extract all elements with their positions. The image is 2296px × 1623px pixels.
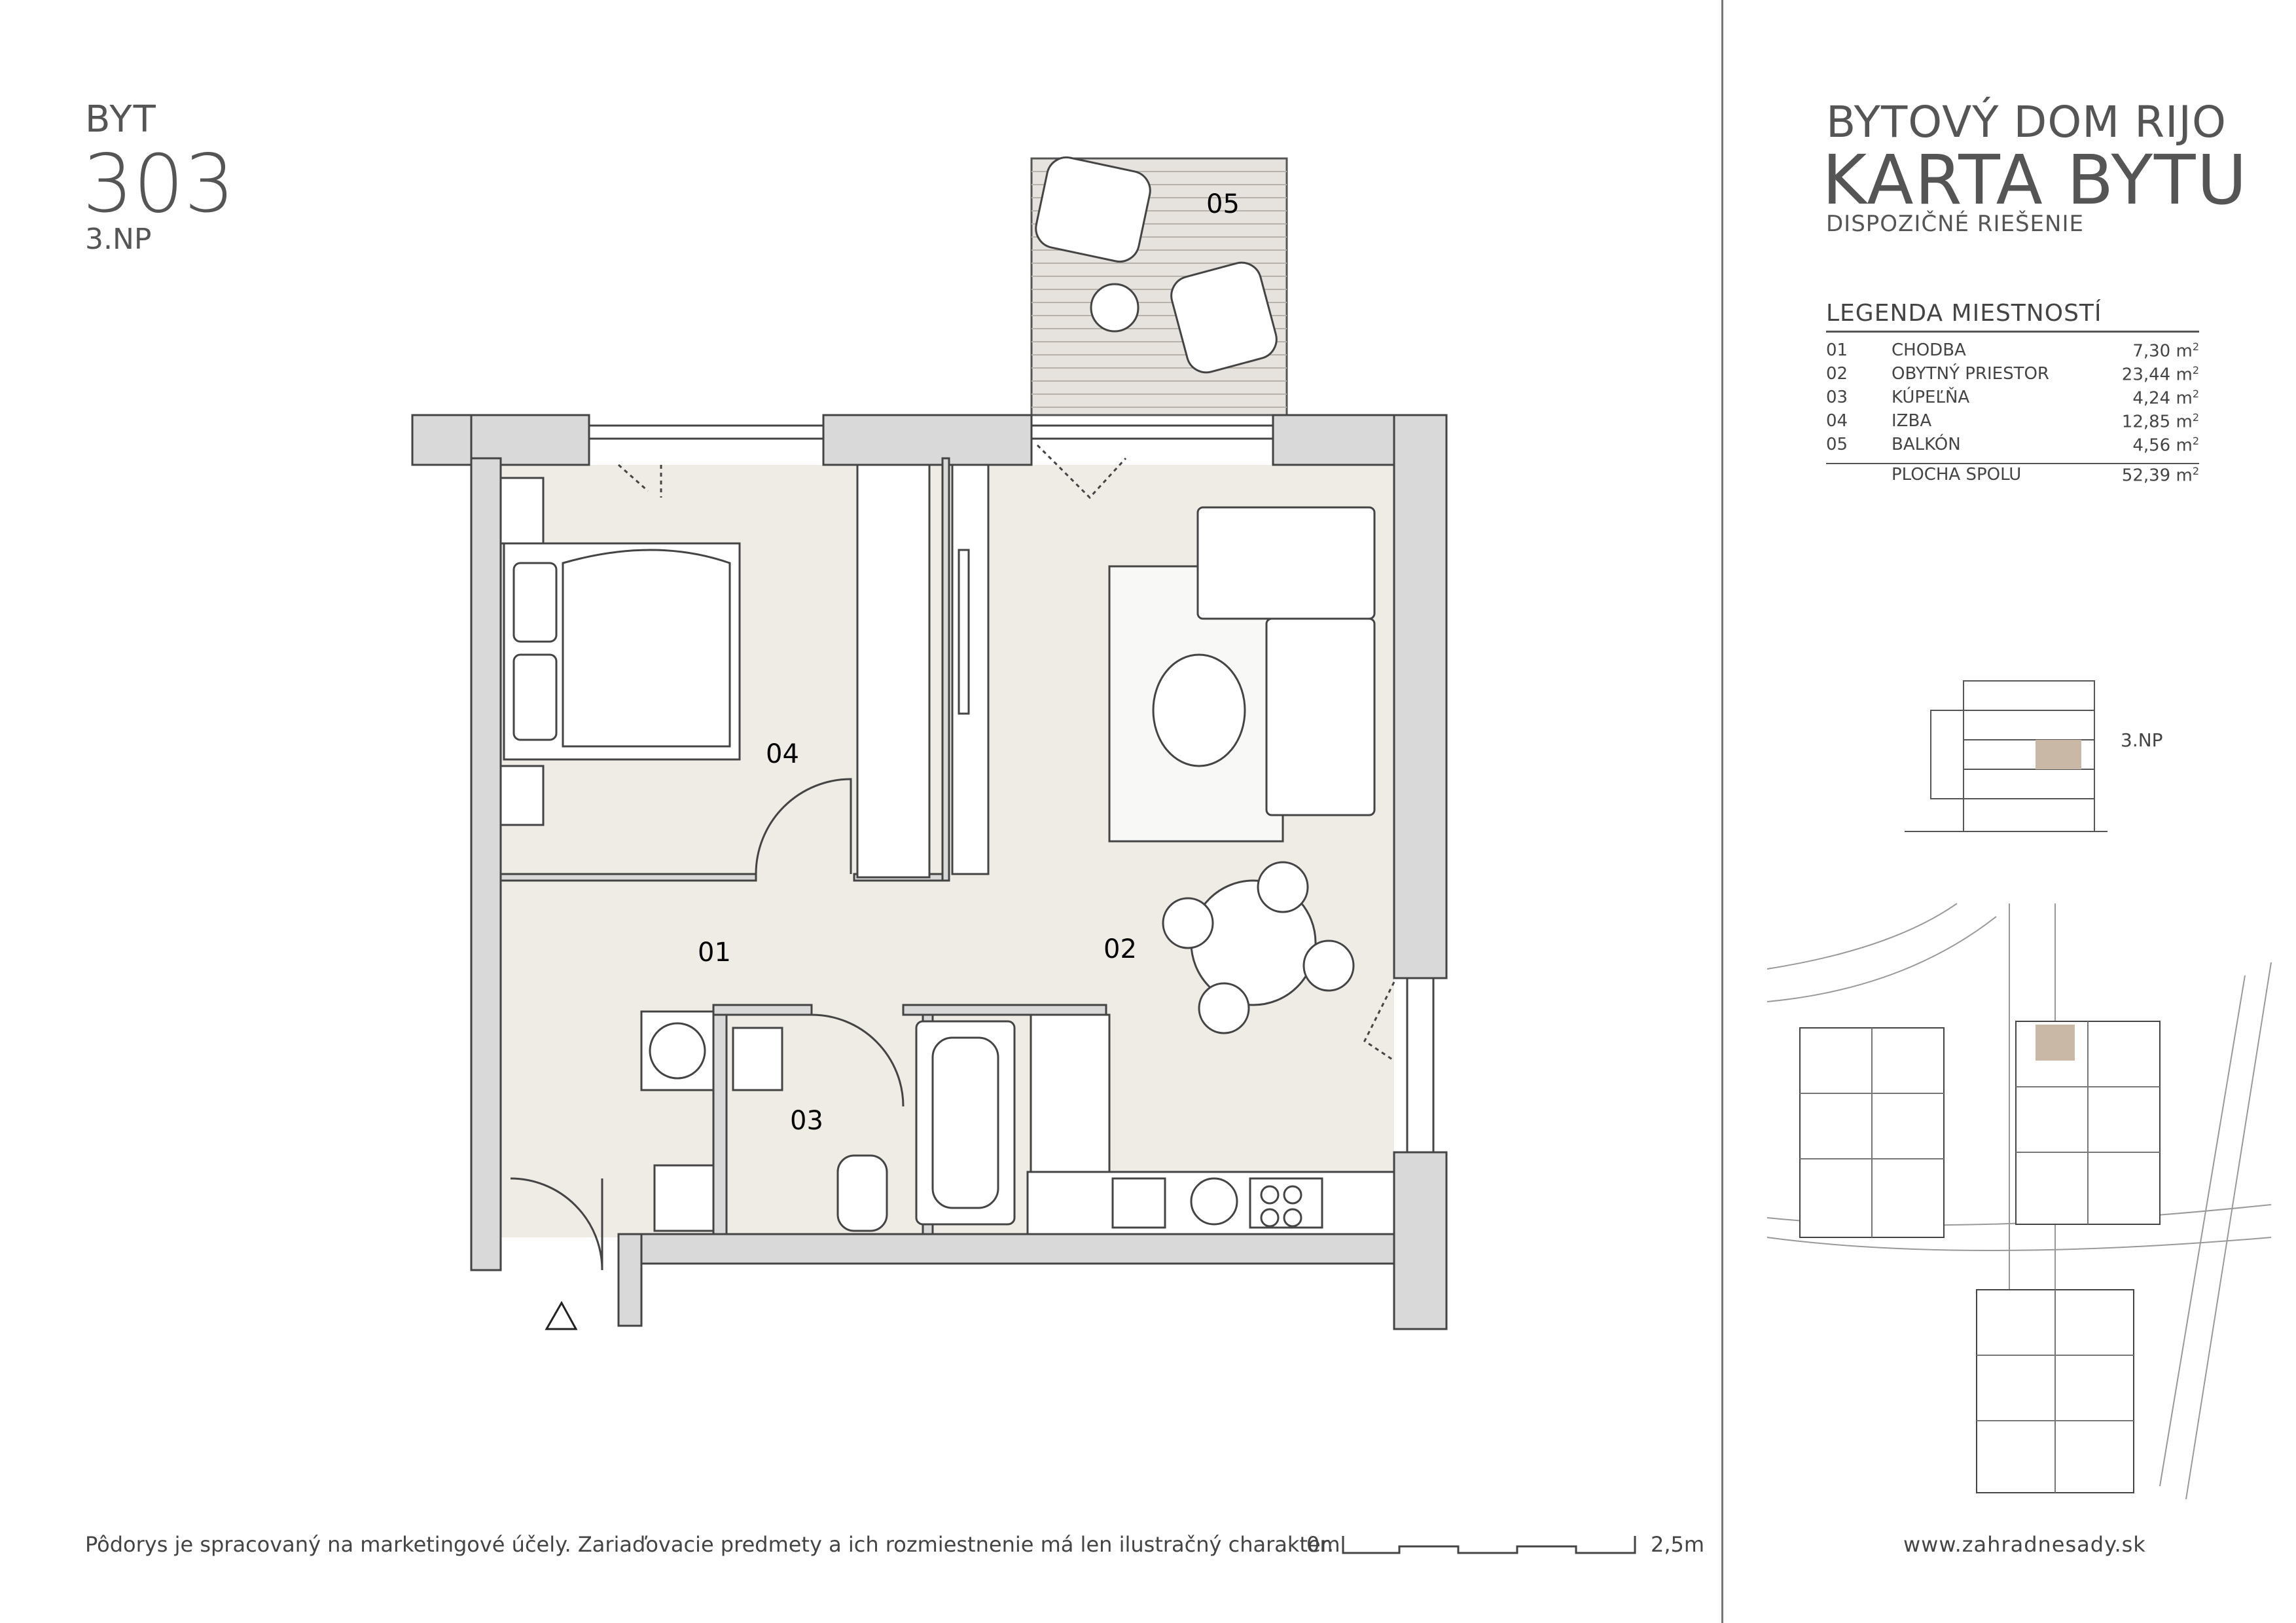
legend-row: 01 CHODBA 7,30 m2 — [1826, 340, 2199, 361]
website-link[interactable]: www.zahradnesady.sk — [1903, 1532, 2146, 1557]
legend-row-name: BALKÓN — [1892, 435, 1961, 454]
legend-row: 03 KÚPEĽŇA 4,24 m2 — [1826, 388, 2199, 409]
legend-row-number: 05 — [1826, 435, 1848, 454]
room-label-01: 01 — [698, 938, 731, 968]
room-label-04: 04 — [766, 739, 799, 769]
legend-row-area: 23,44 — [2121, 365, 2171, 385]
apartment-highlight — [2036, 1025, 2075, 1061]
footer-note: Pôdorys je spracovaný na marketingové úč… — [85, 1532, 1335, 1557]
room-label-02: 02 — [1103, 934, 1137, 964]
legend-row-name: OBYTNÝ PRIESTOR — [1892, 364, 2049, 384]
legend-divider-top — [1826, 331, 2199, 333]
scale-start-label: 0m — [1306, 1532, 1340, 1557]
legend-row-area: 4,56 — [2132, 435, 2171, 456]
card-subtitle: DISPOZIČNÉ RIEŠENIE — [1826, 211, 2084, 237]
legend-row-area: 4,24 — [2132, 388, 2171, 409]
legend-divider-bottom — [1826, 463, 2199, 464]
legend-total-name: PLOCHA SPOLU — [1892, 465, 2022, 484]
scale-end-label: 2,5m — [1651, 1532, 1705, 1557]
kitchen-bath — [640, 1010, 1395, 1235]
room-label-03: 03 — [790, 1106, 823, 1136]
legend-row-name: CHODBA — [1892, 340, 1966, 360]
project-title: BYTOVÝ DOM RIJO — [1826, 97, 2227, 147]
floor-plan: 04 01 02 03 05 — [411, 156, 1448, 1330]
legend-row-name: KÚPEĽŇA — [1892, 388, 1970, 407]
doors — [510, 444, 1395, 1271]
building-section-diagram — [1905, 680, 2108, 832]
living-furniture — [1108, 506, 1376, 1034]
apartment-number: 303 — [82, 137, 235, 230]
legend-row-number: 02 — [1826, 364, 1848, 384]
legend-title: LEGENDA MIESTNOSTÍ — [1826, 300, 2102, 327]
windows — [588, 424, 1435, 1154]
site-map — [1767, 903, 2272, 1499]
legend-row-number: 01 — [1826, 340, 1848, 360]
legend-row-number: 03 — [1826, 388, 1848, 407]
bedroom-furniture — [499, 464, 990, 879]
legend-row-number: 04 — [1826, 411, 1848, 431]
entrance-marker — [545, 1300, 578, 1330]
apartment-label: BYT — [85, 98, 157, 141]
card-title: KARTA BYTU — [1822, 140, 2248, 220]
legend-row: 04 IZBA 12,85 m2 — [1826, 411, 2199, 432]
balcony — [1030, 156, 1288, 416]
apartment-floor: 3.NP — [85, 223, 152, 256]
room-label-05: 05 — [1206, 189, 1240, 219]
section-floor-label: 3.NP — [2121, 729, 2163, 751]
page-divider — [1721, 0, 1723, 1623]
legend-total-area: 52,39 — [2121, 465, 2171, 486]
legend-row-area: 7,30 — [2132, 341, 2171, 361]
scale-bar — [1342, 1536, 1636, 1554]
legend-row-name: IZBA — [1892, 411, 1932, 431]
legend-row-area: 12,85 — [2121, 412, 2171, 432]
legend-row: 02 OBYTNÝ PRIESTOR 23,44 m2 — [1826, 364, 2199, 385]
legend-row: 05 BALKÓN 4,56 m2 — [1826, 435, 2199, 456]
legend-total-row: PLOCHA SPOLU 52,39 m2 — [1892, 465, 2199, 486]
